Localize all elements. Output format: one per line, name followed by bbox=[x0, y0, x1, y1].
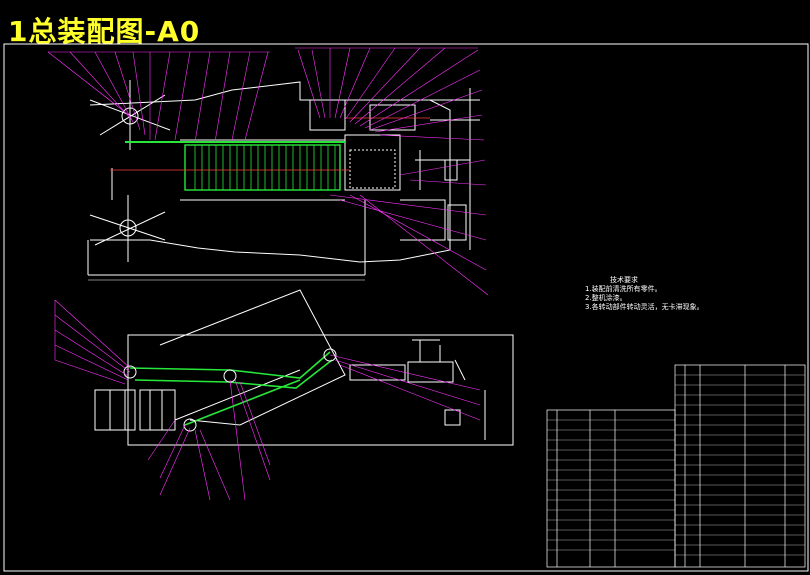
top-conveyor bbox=[125, 141, 345, 191]
parts-list-rows bbox=[547, 374, 805, 556]
tech-requirement-item: 1.装配前清洗所有零件。 bbox=[585, 285, 662, 293]
tech-requirements-heading: 技术要求 bbox=[610, 276, 638, 284]
side-view bbox=[94, 289, 514, 446]
top-leader-lines bbox=[47, 47, 489, 296]
side-rollers bbox=[123, 348, 337, 432]
tech-requirement-item: 2.整机涂漆。 bbox=[585, 294, 627, 302]
sheet-border bbox=[3, 43, 809, 572]
side-conveyor bbox=[129, 351, 333, 426]
technical-requirements: 技术要求 1.装配前清洗所有零件。 2.整机涂漆。 3.各转动部件转动灵活，无卡… bbox=[585, 276, 704, 312]
center-lines bbox=[110, 117, 430, 171]
top-view bbox=[87, 80, 480, 281]
tech-requirement-item: 3.各转动部件转动灵活，无卡滞现象。 bbox=[585, 303, 704, 311]
parts-list bbox=[546, 364, 806, 568]
side-leader-lines bbox=[54, 299, 481, 501]
drawing-title: 1总装配图-A0 bbox=[8, 15, 201, 48]
